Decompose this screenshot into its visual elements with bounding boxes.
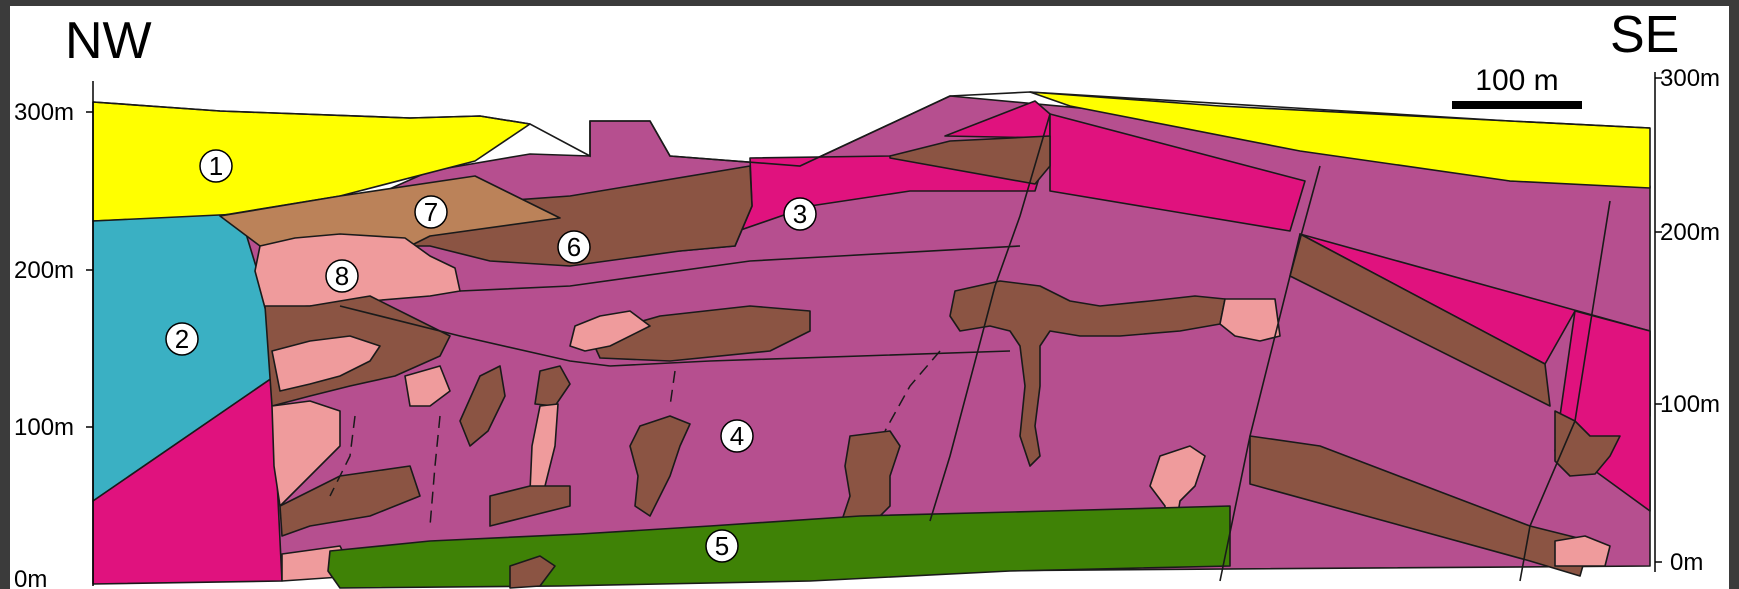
unit-label-2: 2 [166,323,198,355]
right-tick-300: 300m [1660,65,1720,92]
left-tick-100: 100m [14,414,74,441]
svg-text:3: 3 [793,199,807,229]
right-tick-0: 0m [1670,549,1703,576]
unit-label-8: 8 [326,260,358,292]
right-elevation-axis: 300m 200m 100m 0m [1655,65,1720,576]
right-tick-200: 200m [1660,219,1720,246]
svg-text:2: 2 [175,324,189,354]
svg-text:7: 7 [424,197,438,227]
svg-text:8: 8 [335,261,349,291]
unit-label-7: 7 [415,196,447,228]
left-tick-300: 300m [14,99,74,126]
left-elevation-axis: 300m 200m 100m 0m [14,81,93,589]
unit-label-3: 3 [784,198,816,230]
unit-label-6: 6 [558,231,590,263]
unit-label-1: 1 [200,150,232,182]
geologic-cross-section: 1 2 3 4 5 6 7 8 NW SE 300m 200m 100m 0m [10,6,1729,589]
left-tick-200: 200m [14,257,74,284]
scale-bar-label: 100 m [1475,64,1558,97]
unit-label-5: 5 [706,530,738,562]
svg-text:1: 1 [209,151,223,181]
scale-bar: 100 m [1452,64,1582,109]
unit-label-4: 4 [721,420,753,452]
right-tick-100: 100m [1660,391,1720,418]
svg-text:6: 6 [567,232,581,262]
svg-text:5: 5 [715,531,729,561]
left-tick-0: 0m [14,566,47,589]
direction-se: SE [1610,6,1679,64]
direction-nw: NW [65,12,152,70]
svg-text:4: 4 [730,421,744,451]
